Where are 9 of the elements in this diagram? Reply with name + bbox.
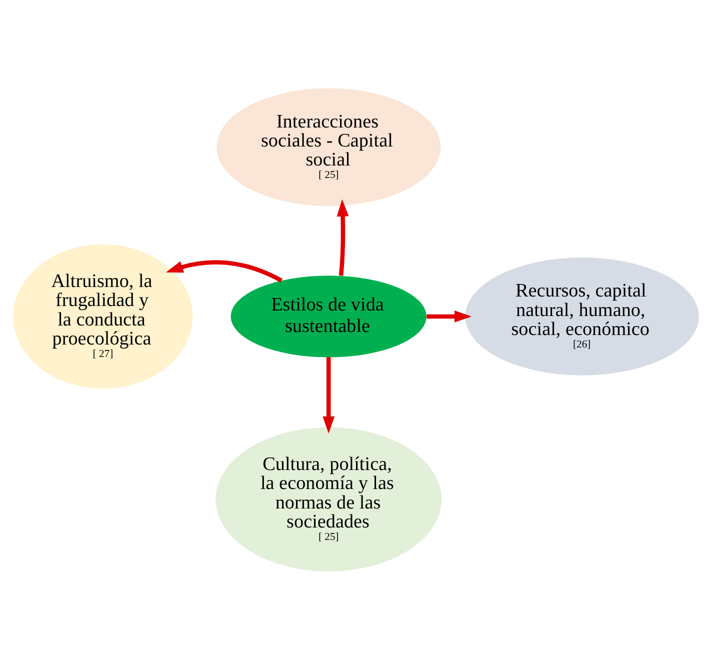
arrow: [165, 260, 282, 283]
arrow: [426, 310, 472, 322]
node-ellipse: Cultura, política, la economía y las normas de las sociedades [ 25]: [215, 427, 442, 572]
arrow: [336, 199, 348, 276]
arrow: [322, 357, 334, 434]
node-ellipse: Estilos de vida sustentable: [230, 276, 426, 358]
node-ellipse: Altruismo, la frugalidad y la conducta proecológica [ 27]: [12, 244, 192, 389]
node-ellipse: Recursos, capital natural, humano, social, económico [26]: [464, 258, 698, 376]
node-ellipse: Interacciones sociales - Capital social [ 25]: [216, 88, 440, 206]
